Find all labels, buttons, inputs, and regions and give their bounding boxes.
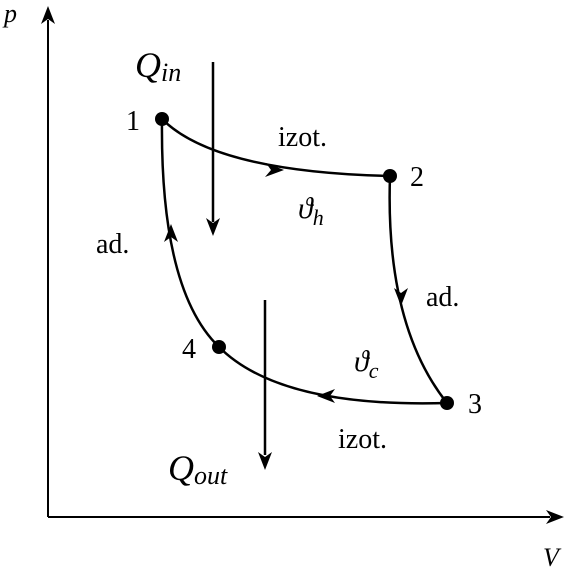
point-3-marker <box>440 396 454 410</box>
x-axis-arrowhead <box>546 510 564 524</box>
point-4-marker <box>212 340 226 354</box>
temperature-cold-label: ϑc <box>354 345 379 383</box>
isotherm-hot-arrowhead <box>265 163 284 177</box>
point-1-marker <box>155 112 169 126</box>
heat-out-arrowhead <box>258 452 272 470</box>
heat-arrows <box>206 62 272 470</box>
adiabat-left-curve <box>160 118 220 348</box>
temperature-labels: ϑh ϑc <box>298 192 379 383</box>
y-axis-arrowhead <box>41 6 55 24</box>
y-axis-label: p <box>2 0 17 28</box>
isotherm-cold-curve <box>218 346 448 405</box>
heat-out-label: Qout <box>168 448 228 490</box>
state-points: 1 2 3 4 <box>126 106 482 420</box>
adiabat-right-label: ad. <box>426 282 459 313</box>
adiabat-right-curve <box>388 175 448 404</box>
point-2-label: 2 <box>410 162 424 193</box>
heat-in-label: Qin <box>135 45 181 87</box>
point-1-label: 1 <box>126 106 140 137</box>
isotherm-hot-curve <box>161 118 391 178</box>
isotherm-cold-label: izot. <box>338 424 387 455</box>
point-3-label: 3 <box>468 389 482 420</box>
point-4-label: 4 <box>182 334 196 365</box>
adiabat-left-label: ad. <box>96 229 129 260</box>
adiabat-left-arrowhead <box>164 224 178 242</box>
adiabat-right-arrowhead <box>394 288 408 306</box>
cycle <box>160 118 448 405</box>
isotherm-cold-arrowhead <box>317 389 335 403</box>
temperature-hot-label: ϑh <box>298 192 324 230</box>
isotherm-hot-label: izot. <box>278 122 327 153</box>
x-axis-label: V <box>543 543 562 570</box>
heat-in-arrowhead <box>206 218 220 236</box>
process-labels: izot. ad. izot. ad. <box>96 122 459 455</box>
point-2-marker <box>383 169 397 183</box>
heat-labels: Qin Qout <box>135 45 228 490</box>
